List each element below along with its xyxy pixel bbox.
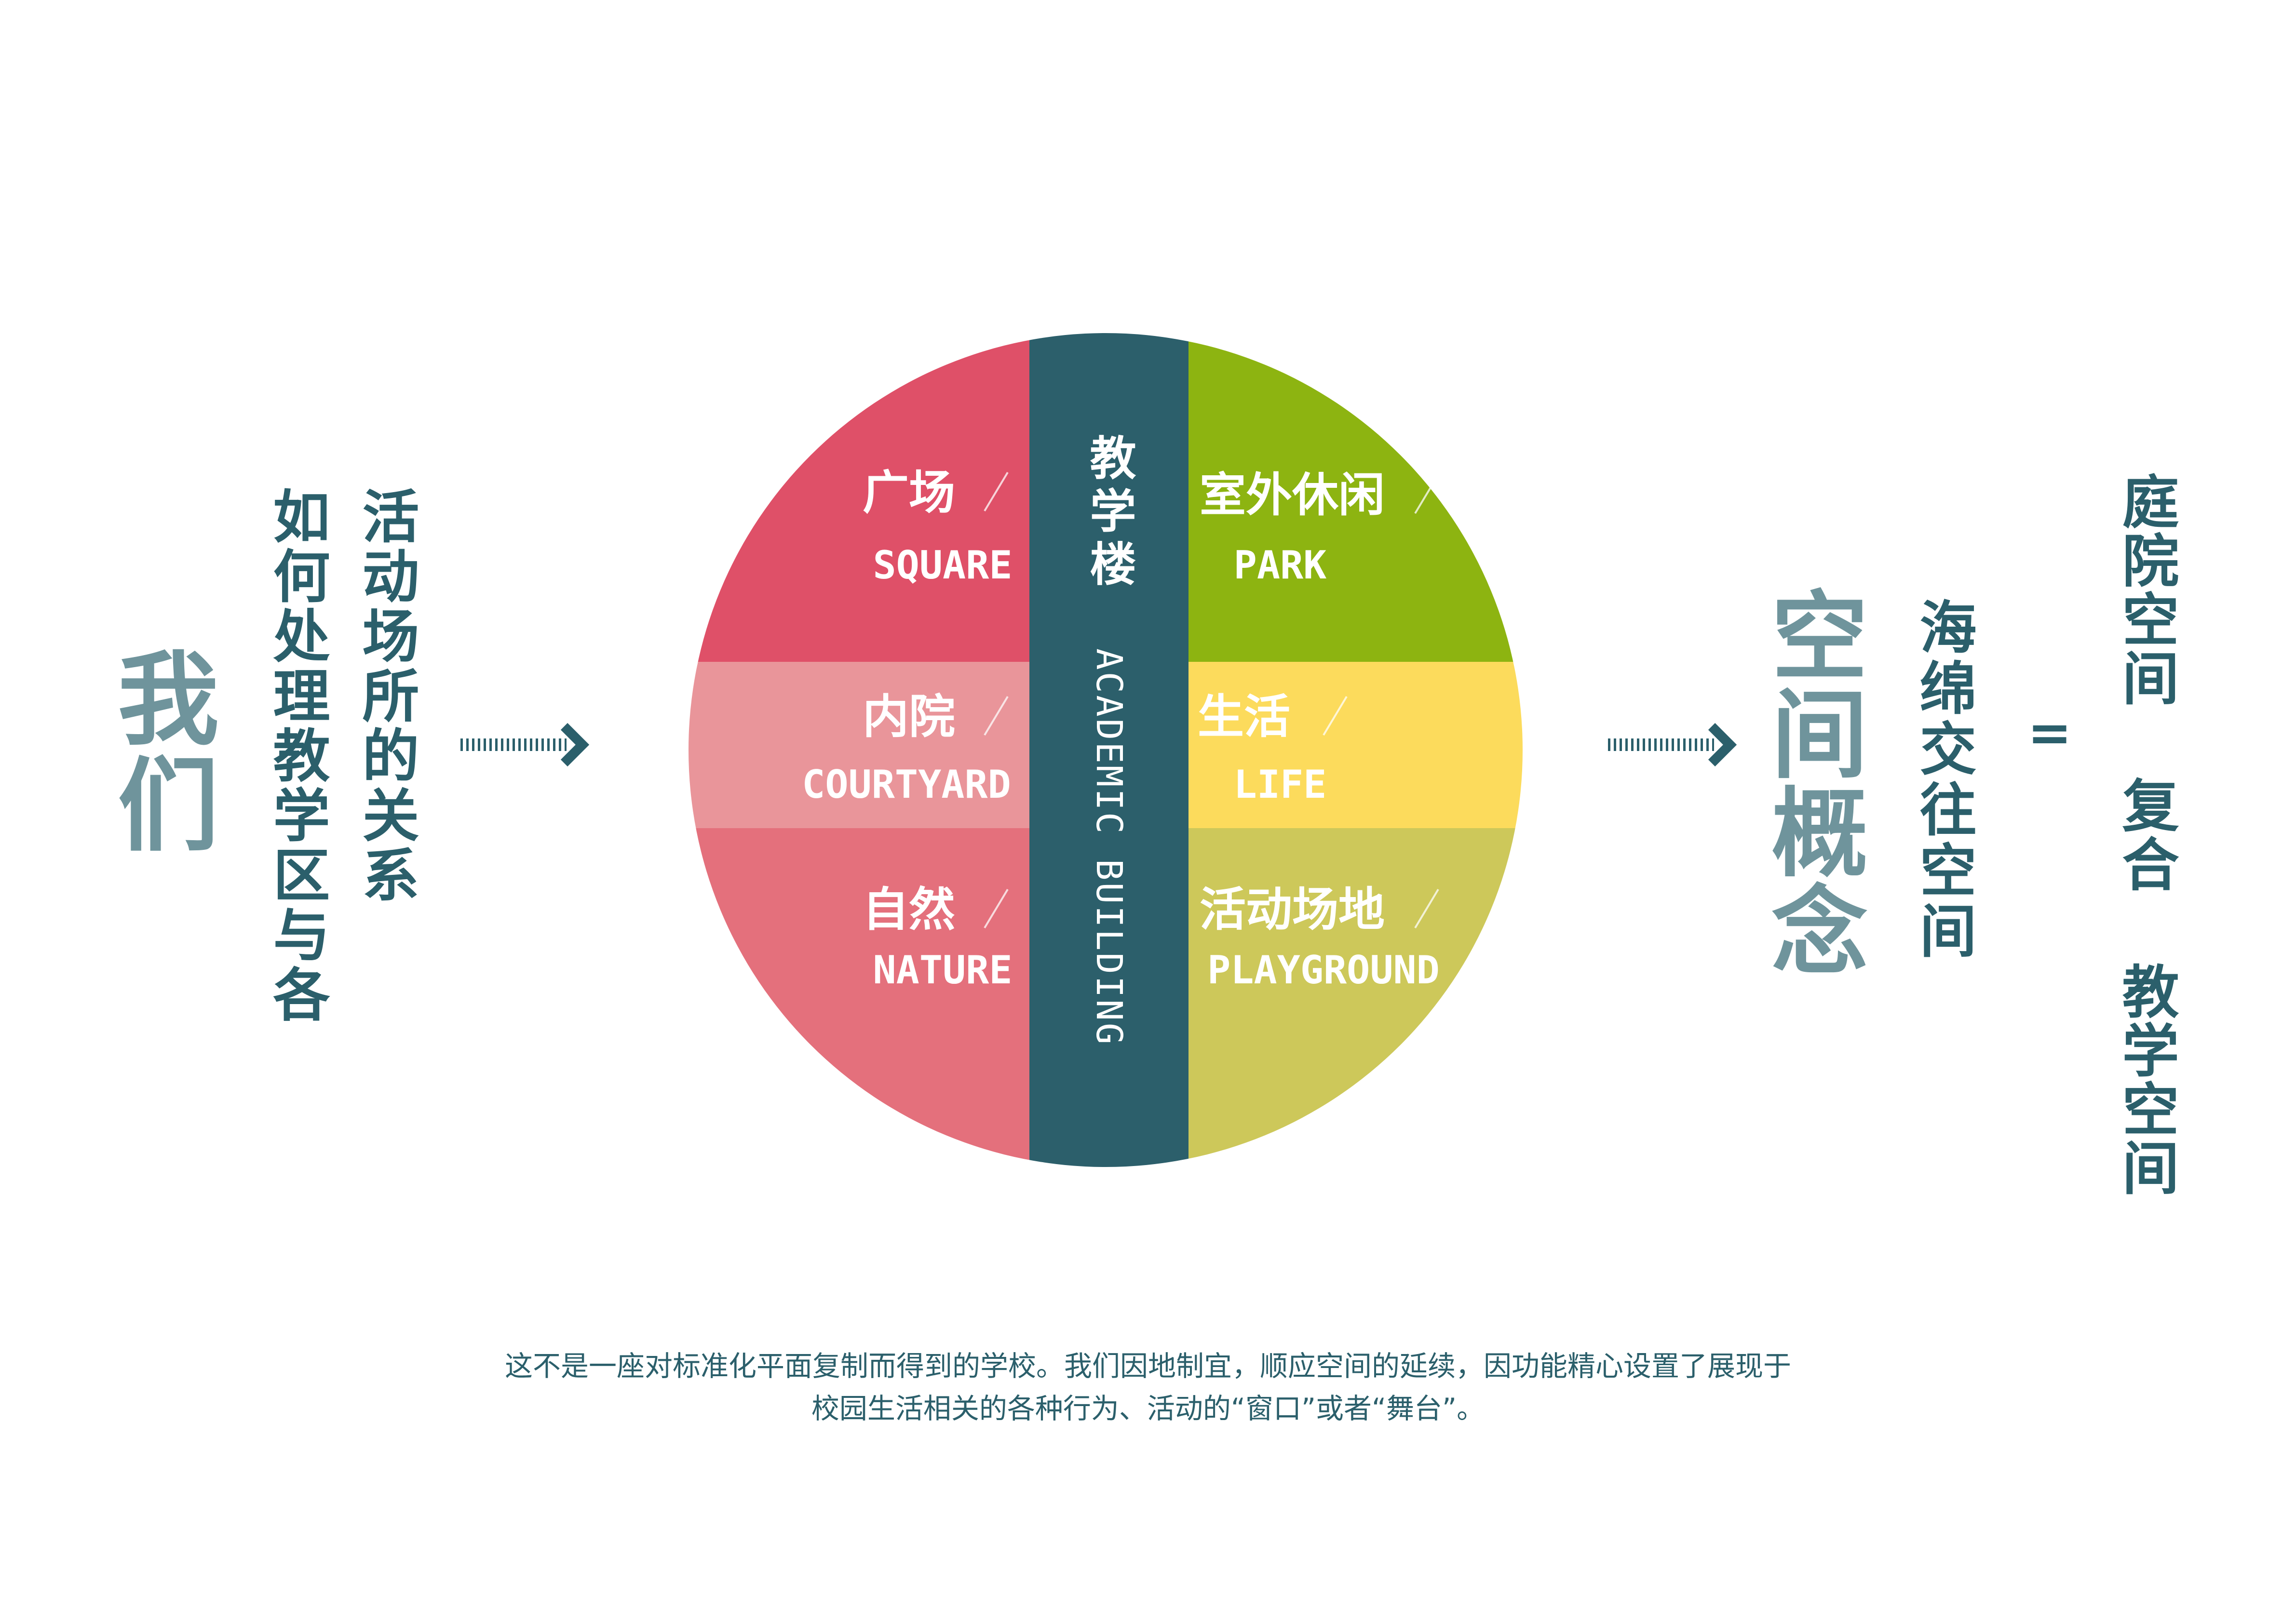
academic-building-en-label: ACADEMIC BUILDING <box>1088 648 1130 1046</box>
nature-cn-label: 自然 <box>863 883 955 937</box>
segment-life <box>1189 662 1523 828</box>
park-en-label: PARK <box>1234 543 1327 588</box>
playground-slash <box>1414 888 1439 929</box>
caption-line-1: 这不是一座对标准化平面复制而得到的学校。我们因地制宜，顺应空间的延续，因功能精心… <box>504 1350 1791 1382</box>
courtyard-slash <box>984 696 1009 736</box>
park-cn-label: 室外休闲 <box>1200 468 1385 522</box>
life-en-label: LIFE <box>1234 762 1327 807</box>
nature-slash <box>984 888 1009 929</box>
result-label: 庭院空间 复合 教学空间 <box>2112 472 2179 1197</box>
segment-square <box>689 333 1029 662</box>
square-en-label: SQUARE <box>873 543 1013 588</box>
life-cn-label: 生活 <box>1198 690 1290 744</box>
nature-en-label: NATURE <box>873 948 1013 993</box>
question-column-1: 如何处理教学区与各 <box>263 487 330 1025</box>
square-cn-label: 广场 <box>863 466 955 520</box>
square-slash <box>984 471 1009 512</box>
park-slash <box>1414 474 1439 514</box>
arrow-right-icon <box>1608 723 1737 767</box>
academic-building-band <box>1029 333 1189 1167</box>
caption: 这不是一座对标准化平面复制而得到的学校。我们因地制宜，顺应空间的延续，因功能精心… <box>0 1345 2296 1430</box>
segment-nature <box>689 828 1029 1167</box>
segment-courtyard <box>689 662 1029 828</box>
playground-cn-label: 活动场地 <box>1200 883 1385 937</box>
equals-sign: = <box>2027 702 2072 764</box>
courtyard-en-label: COURTYARD <box>802 762 1011 807</box>
academic-building-cn-label: 教学楼 <box>1082 434 1136 593</box>
we-label: 我们 <box>100 646 218 858</box>
space-concept-label: 空间概念 <box>1755 586 1867 979</box>
arrow-left-icon <box>460 723 590 767</box>
sponge-space-label: 海绵交往空间 <box>1910 598 1976 962</box>
segment-playground <box>1189 828 1523 1167</box>
courtyard-cn-label: 内院 <box>863 690 955 744</box>
life-slash <box>1323 696 1348 736</box>
question-column-2: 活动场所的关系 <box>352 487 419 905</box>
playground-en-label: PLAYGROUND <box>1207 948 1440 993</box>
caption-line-2: 校园生活相关的各种行为、活动的“窗口”或者“舞台”。 <box>811 1392 1485 1425</box>
